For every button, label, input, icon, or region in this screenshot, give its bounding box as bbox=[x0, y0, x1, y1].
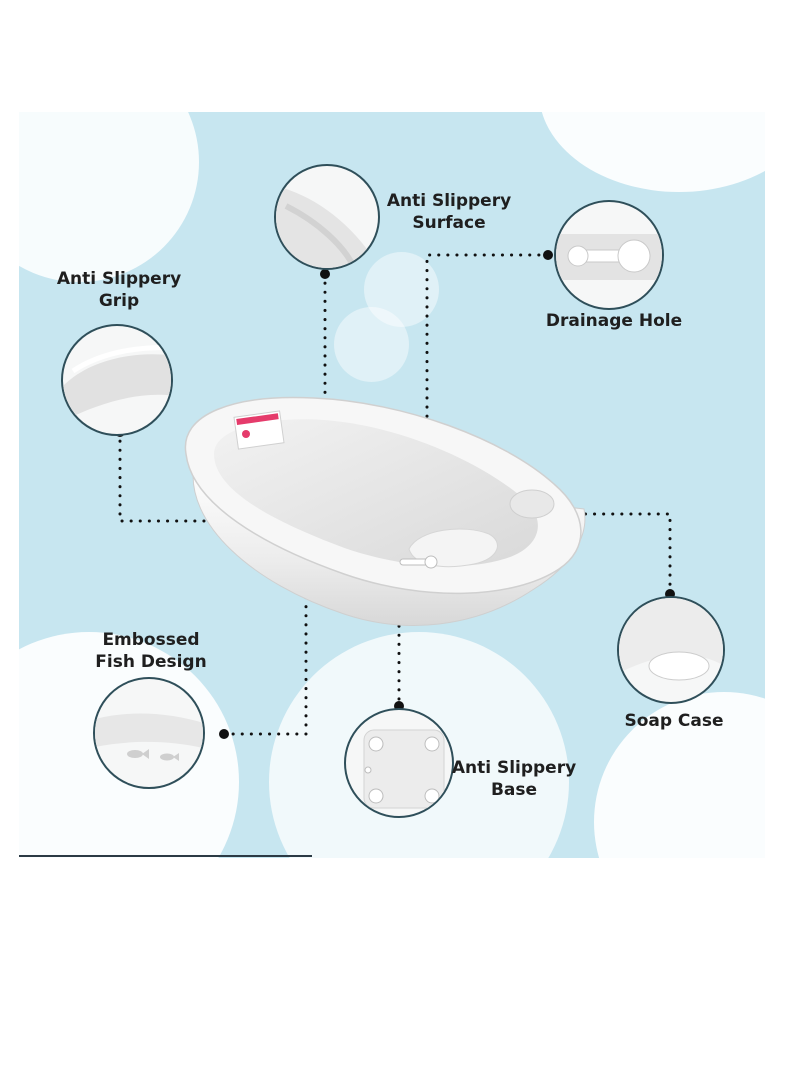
label-drainage-hole: Drainage Hole bbox=[545, 311, 683, 331]
label-embossed-fish-design: Embossed Fish Design bbox=[95, 630, 207, 672]
leader-fish bbox=[222, 576, 308, 736]
divider-line bbox=[19, 855, 312, 857]
detail-surface-image bbox=[274, 164, 380, 270]
endpoint-dot bbox=[320, 269, 330, 279]
fish-icon bbox=[127, 749, 179, 761]
drain-plug-icon bbox=[399, 555, 438, 569]
detail-base-image bbox=[344, 708, 454, 818]
feature-infographic: Anti Slippery Surface Drainage Hole Anti… bbox=[19, 112, 765, 858]
label-soap-case: Soap Case bbox=[624, 711, 724, 731]
label-anti-slippery-base: Anti Slippery Base bbox=[451, 758, 577, 800]
warning-sticker bbox=[233, 410, 285, 450]
endpoint-dot bbox=[543, 250, 553, 260]
label-anti-slippery-surface: Anti Slippery Surface bbox=[386, 191, 512, 233]
bg-bubble bbox=[334, 307, 409, 382]
detail-soap-image bbox=[617, 596, 725, 704]
bathtub-image bbox=[184, 396, 586, 626]
endpoint-dot bbox=[219, 729, 229, 739]
label-anti-slippery-grip: Anti Slippery Grip bbox=[56, 269, 182, 311]
leader-soap bbox=[547, 512, 672, 596]
detail-fish-image bbox=[93, 677, 205, 789]
detail-drainage-image bbox=[554, 200, 664, 310]
detail-grip-image bbox=[61, 324, 173, 436]
